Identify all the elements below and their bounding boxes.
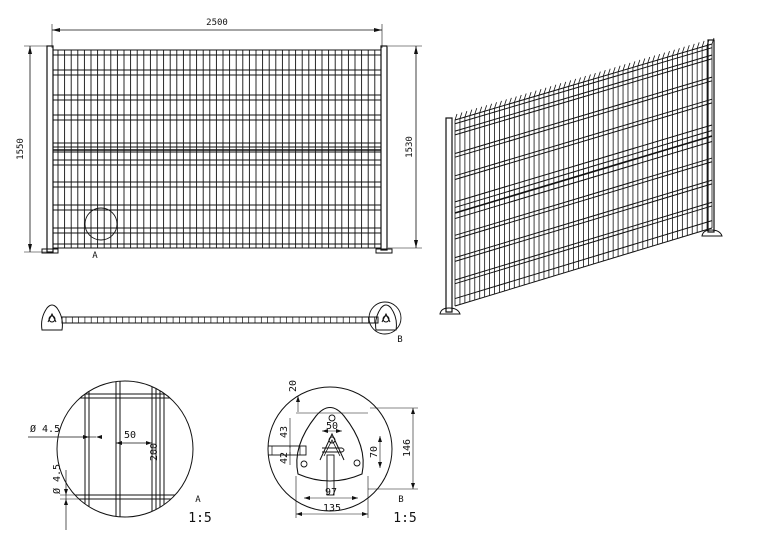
detail-b-dim-146: 146	[402, 439, 413, 457]
front-view	[24, 24, 422, 254]
detail-a-scale: 1:5	[188, 511, 211, 526]
detail-b-dim-97: 97	[325, 487, 337, 498]
mesh-panel-front	[53, 49, 381, 249]
detail-b-dim-42: 42	[279, 452, 290, 464]
detail-b-dim-70: 70	[369, 446, 380, 458]
detail-b-scale: 1:5	[393, 511, 416, 526]
detail-a-spacing-200: 200	[149, 443, 160, 461]
front-height-left-label: 1550	[16, 138, 26, 160]
detail-a-spacing-50: 50	[124, 430, 136, 441]
detail-a-marker: A	[92, 251, 98, 261]
detail-b-dim-43: 43	[279, 426, 290, 438]
detail-b-dim-135: 135	[323, 503, 341, 514]
detail-b-view	[267, 386, 418, 518]
detail-a-dia-vertical: Ø 4.5	[51, 464, 63, 494]
detail-b-dim-50: 50	[326, 421, 338, 432]
detail-b-marker: B	[397, 335, 402, 345]
detail-b-dim-20: 20	[288, 380, 299, 392]
perspective-view	[439, 37, 723, 315]
front-height-right-label: 1530	[405, 136, 415, 158]
front-width-label: 2500	[206, 18, 228, 28]
detail-a-view	[28, 380, 194, 530]
detail-a-letter: A	[195, 495, 201, 505]
detail-a-dia-top: Ø 4.5	[30, 423, 60, 435]
detail-b-letter: B	[398, 495, 403, 505]
top-view	[41, 301, 402, 335]
top-view-wires	[65, 317, 376, 323]
